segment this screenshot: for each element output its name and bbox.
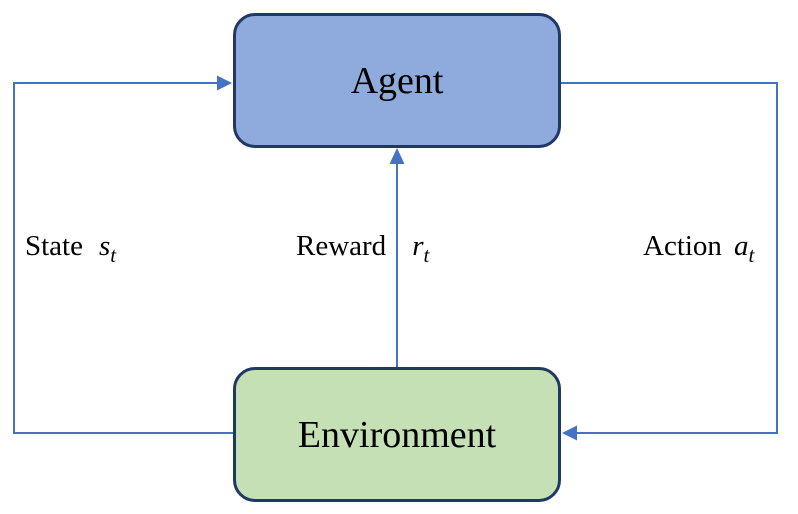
state-label-word: State — [25, 230, 83, 262]
state-edge-label: State st — [25, 229, 117, 267]
agent-node: Agent — [233, 13, 561, 148]
state-variable: s — [99, 230, 111, 262]
reward-label-word: Reward — [296, 230, 387, 262]
action-label-word: Action — [643, 230, 722, 262]
action-edge-label: Action at — [643, 229, 755, 267]
reward-variable: r — [412, 230, 424, 262]
state-arrow — [13, 75, 233, 434]
environment-node: Environment — [233, 367, 561, 502]
reward-arrowhead-icon — [389, 148, 405, 164]
reward-arrow — [389, 148, 405, 367]
state-subscript: t — [110, 242, 117, 267]
state-arrowhead-icon — [217, 75, 232, 91]
action-arrow — [561, 82, 778, 441]
action-arrow-line — [561, 82, 778, 434]
action-arrowhead-icon — [562, 425, 577, 441]
action-subscript: t — [748, 242, 755, 267]
reward-symbol: rt — [412, 229, 430, 267]
state-arrow-line — [13, 82, 233, 434]
state-symbol: st — [99, 229, 117, 267]
action-variable: a — [733, 230, 749, 262]
action-symbol: at — [733, 229, 755, 267]
agent-node-label: Agent — [350, 59, 444, 102]
environment-node-label: Environment — [297, 413, 497, 456]
reward-subscript: t — [423, 242, 430, 267]
reward-edge-label: Reward rt — [296, 229, 430, 267]
